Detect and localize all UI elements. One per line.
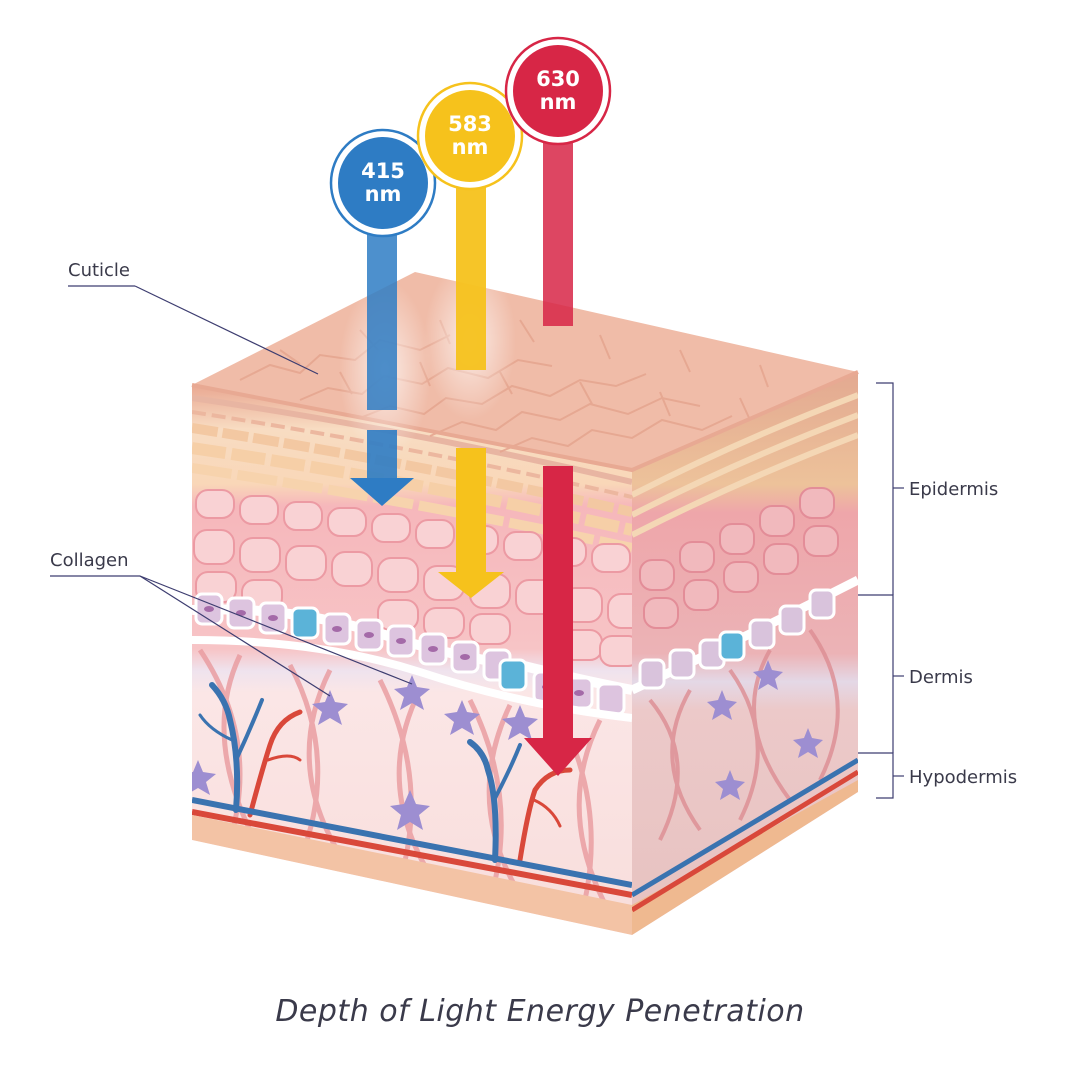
- wavelength-badge-583: 583 nm: [416, 81, 524, 191]
- badge-415-value: 415: [361, 159, 405, 183]
- wavelength-badge-415: 415 nm: [329, 128, 437, 238]
- diagram-caption: Depth of Light Energy Penetration: [275, 994, 805, 1029]
- beam-583nm: [438, 185, 504, 598]
- collagen-label: Collagen: [50, 550, 129, 571]
- badge-630-value: 630: [536, 67, 580, 91]
- hypodermis-label: Hypodermis: [909, 767, 1017, 788]
- cuticle-label: Cuticle: [68, 260, 130, 281]
- light-beams: [339, 140, 592, 776]
- epidermis-label: Epidermis: [909, 479, 998, 500]
- layer-brackets: [858, 382, 904, 799]
- dermis-label: Dermis: [909, 667, 973, 688]
- badge-630-unit: nm: [540, 90, 577, 114]
- skin-block: [191, 272, 859, 935]
- wavelength-badge-630: 630 nm: [504, 36, 612, 146]
- beam-415nm: [350, 225, 414, 506]
- cuticle-callout: Cuticle: [68, 260, 319, 375]
- badge-583-unit: nm: [452, 135, 489, 159]
- badge-415-unit: nm: [365, 182, 402, 206]
- beam-630nm: [524, 140, 592, 776]
- collagen-callout: Collagen: [50, 550, 413, 697]
- badge-583-value: 583: [448, 112, 492, 136]
